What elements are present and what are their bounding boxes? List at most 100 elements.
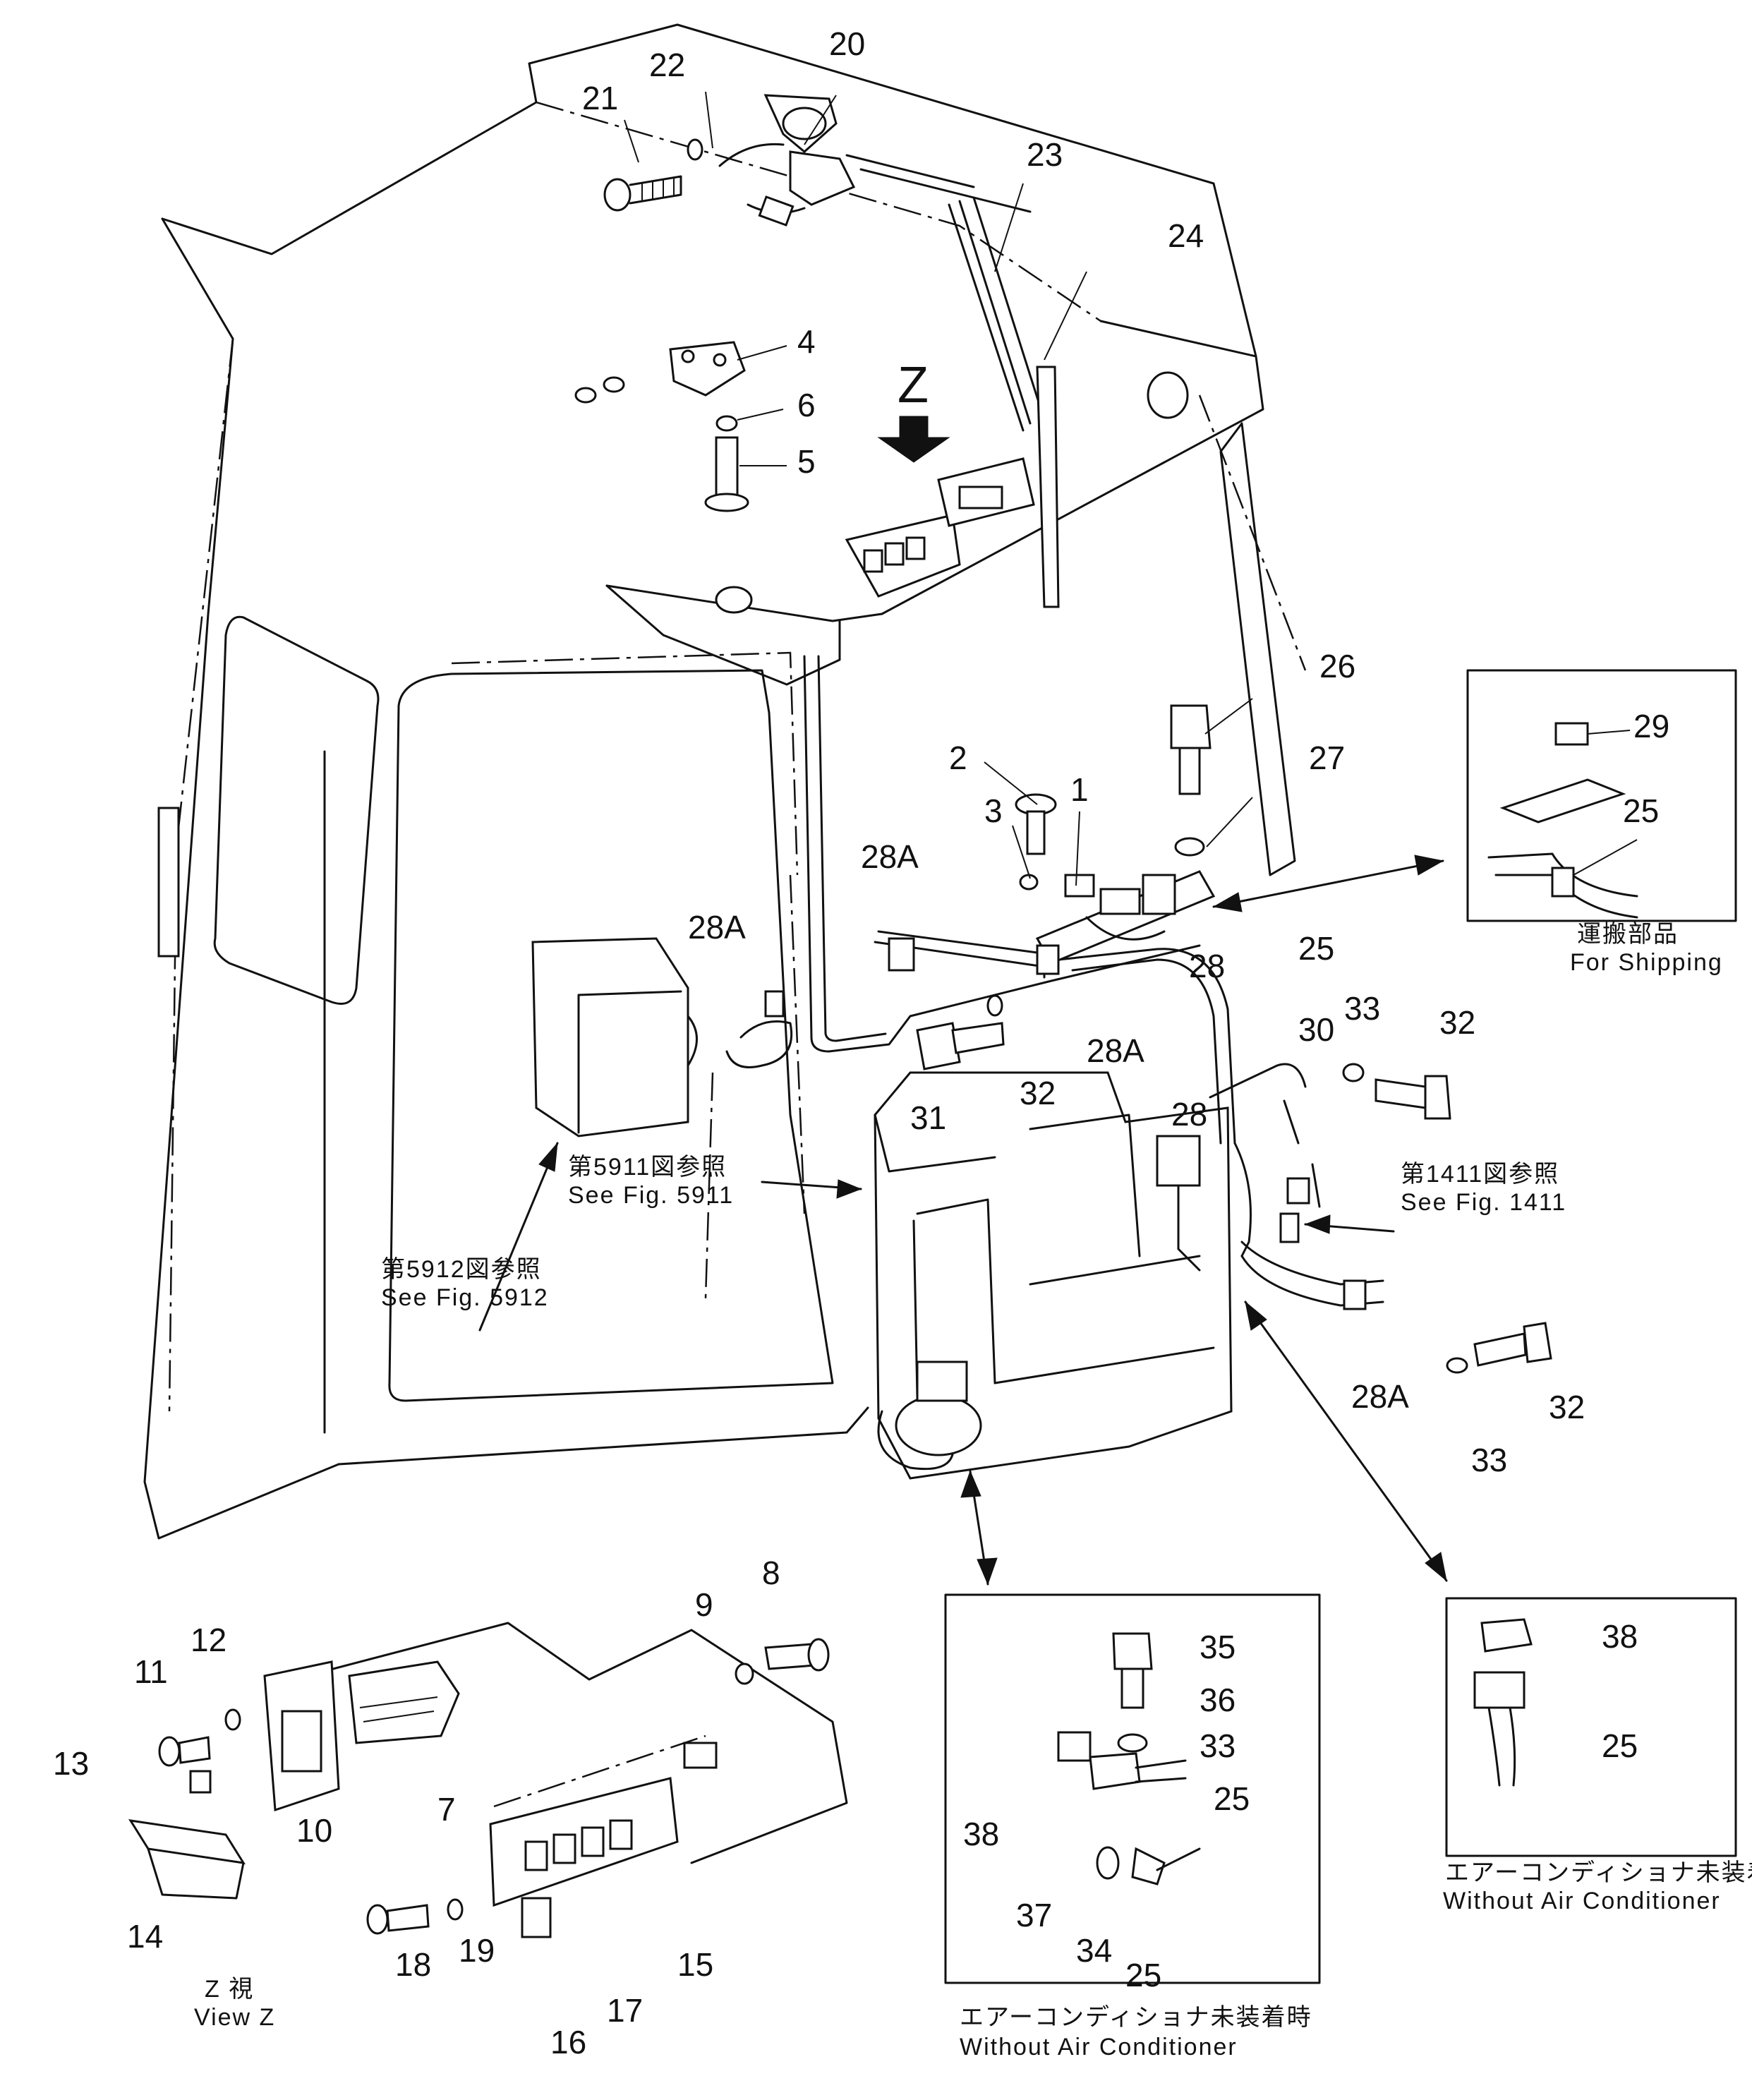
callout-11: 11: [134, 1653, 168, 1690]
ref-5911-en: See Fig. 5911: [568, 1182, 734, 1209]
callout-34: 33: [1200, 1727, 1236, 1764]
view-arrow-icon: [877, 416, 950, 463]
terminal-bracket: [1035, 870, 1216, 965]
callout-25-noac: 25: [1602, 1727, 1638, 1764]
washer-27: [1174, 837, 1205, 857]
bolt-11: [158, 1736, 181, 1767]
callout-30: 29: [1633, 708, 1669, 744]
washer-22: [687, 138, 703, 161]
view-z-jp: Z 視: [205, 1976, 254, 2003]
callout-10: 10: [296, 1812, 332, 1849]
callout-35: 34: [1076, 1932, 1112, 1969]
callout-16: 16: [550, 2024, 586, 2060]
clip-28A: [888, 937, 915, 972]
bolt-2: [1015, 793, 1057, 855]
callout-2: 2: [949, 740, 967, 776]
bolt-32-a: [916, 1022, 1005, 1070]
washer-19: [447, 1898, 464, 1921]
callout-28A-top: 28A: [861, 838, 919, 875]
bolt-32-c: [1473, 1322, 1552, 1367]
callout-4: 4: [797, 323, 816, 360]
callout-12: 12: [191, 1622, 226, 1658]
view-z-en: View Z: [194, 2004, 275, 2031]
washer-9: [735, 1662, 754, 1685]
callout-37: 36: [1200, 1682, 1236, 1718]
fitting-31-a: [1286, 1177, 1310, 1205]
callout-20: 20: [829, 25, 865, 62]
washer-6: [715, 415, 738, 432]
callout-38: 37: [1016, 1897, 1052, 1933]
callout-27: 27: [1309, 740, 1345, 776]
cab-body: [143, 23, 1307, 1540]
callout-25-ship: 25: [1623, 792, 1659, 829]
handle-14: [128, 1819, 246, 1864]
switch-16: [521, 1897, 552, 1938]
view-z-assembly: [128, 1622, 848, 1938]
callout-18: 18: [395, 1946, 431, 1983]
view-marker-z: Z: [898, 357, 929, 414]
bolt-5: [704, 436, 749, 512]
ref-1411-jp: 第1411図参照: [1401, 1161, 1559, 1188]
no-ac-en-b: Without Air Conditioner: [1443, 1888, 1721, 1914]
fitting-31-b: [1279, 1212, 1300, 1243]
callout-23: 23: [1027, 136, 1063, 173]
callout-39: 38: [1602, 1618, 1638, 1655]
wiper-arm: [948, 196, 1046, 432]
roof-switch-panel: [845, 457, 1035, 598]
washer-12: [224, 1708, 241, 1731]
callout-24: 24: [1168, 217, 1204, 254]
callout-29: 28A: [1351, 1378, 1409, 1415]
inset-shipping: [1466, 669, 1737, 922]
roof-grommet: [1147, 371, 1189, 419]
wiper-motor: [718, 94, 1032, 227]
no-ac-jp-b: エアーコンディショナ未装着時: [1445, 1859, 1752, 1886]
heater-unit: [874, 1071, 1233, 1480]
roof-components: [574, 94, 1189, 614]
wiper-blade: [1036, 366, 1060, 608]
harness: [725, 655, 1384, 1310]
callout-17: 17: [607, 1992, 643, 2029]
bracket-4: [574, 341, 746, 404]
callout-36: 35: [1200, 1629, 1236, 1665]
leader-arrows: [478, 855, 1448, 1586]
ref-1411-en: See Fig. 1411: [1401, 1189, 1566, 1216]
callout-15: 15: [677, 1946, 713, 1983]
callout-28A-mid: 28A: [1087, 1032, 1144, 1069]
callout-33-a: 32: [1020, 1075, 1056, 1111]
shipping-en: For Shipping: [1570, 949, 1723, 976]
callout-33-c: 33: [1471, 1442, 1507, 1478]
callout-22: 22: [649, 47, 685, 83]
clip-28A-c: [764, 990, 785, 1018]
no-ac-jp-a: エアーコンディショナ未装着時: [960, 2004, 1312, 2031]
bolt-8: [764, 1643, 816, 1670]
connector-15: [683, 1742, 718, 1769]
reference-captions: 第5911図参照 See Fig. 5911 第5912図参照 See Fig.…: [194, 921, 1752, 2060]
inset-no-ac-b: [1445, 1597, 1737, 1857]
washer-33-b: [1342, 1063, 1365, 1082]
callout-7: 7: [437, 1791, 456, 1828]
washer-33-c: [1446, 1357, 1468, 1374]
callout-32-a: 31: [910, 1099, 946, 1136]
callout-28A-left: 28A: [688, 909, 746, 946]
callout-5: 5: [797, 443, 816, 480]
callout-32-c: 32: [1549, 1389, 1585, 1425]
callout-25-ac: 25: [1214, 1780, 1250, 1817]
callout-8: 8: [762, 1555, 780, 1591]
callout-21: 21: [582, 80, 618, 116]
callout-3: 3: [984, 792, 1003, 829]
shipping-jp: 運搬部品: [1577, 921, 1679, 948]
callout-39-ac: 38: [963, 1816, 999, 1852]
callout-26: 26: [1319, 648, 1355, 684]
callout-25-main: 25: [1298, 930, 1334, 967]
dome-light: [715, 586, 753, 614]
clip-28A-b: [1036, 944, 1060, 975]
callout-32-b: 32: [1439, 1004, 1475, 1041]
callout-6: 6: [797, 387, 816, 423]
callout-13: 13: [53, 1745, 89, 1782]
callout-9: 9: [695, 1586, 713, 1623]
ref-5911-jp: 第5911図参照: [568, 1154, 727, 1181]
callout-31: 30: [1298, 1011, 1334, 1048]
callout-28-mid: 28: [1171, 1096, 1207, 1133]
callout-19: 19: [459, 1932, 495, 1969]
